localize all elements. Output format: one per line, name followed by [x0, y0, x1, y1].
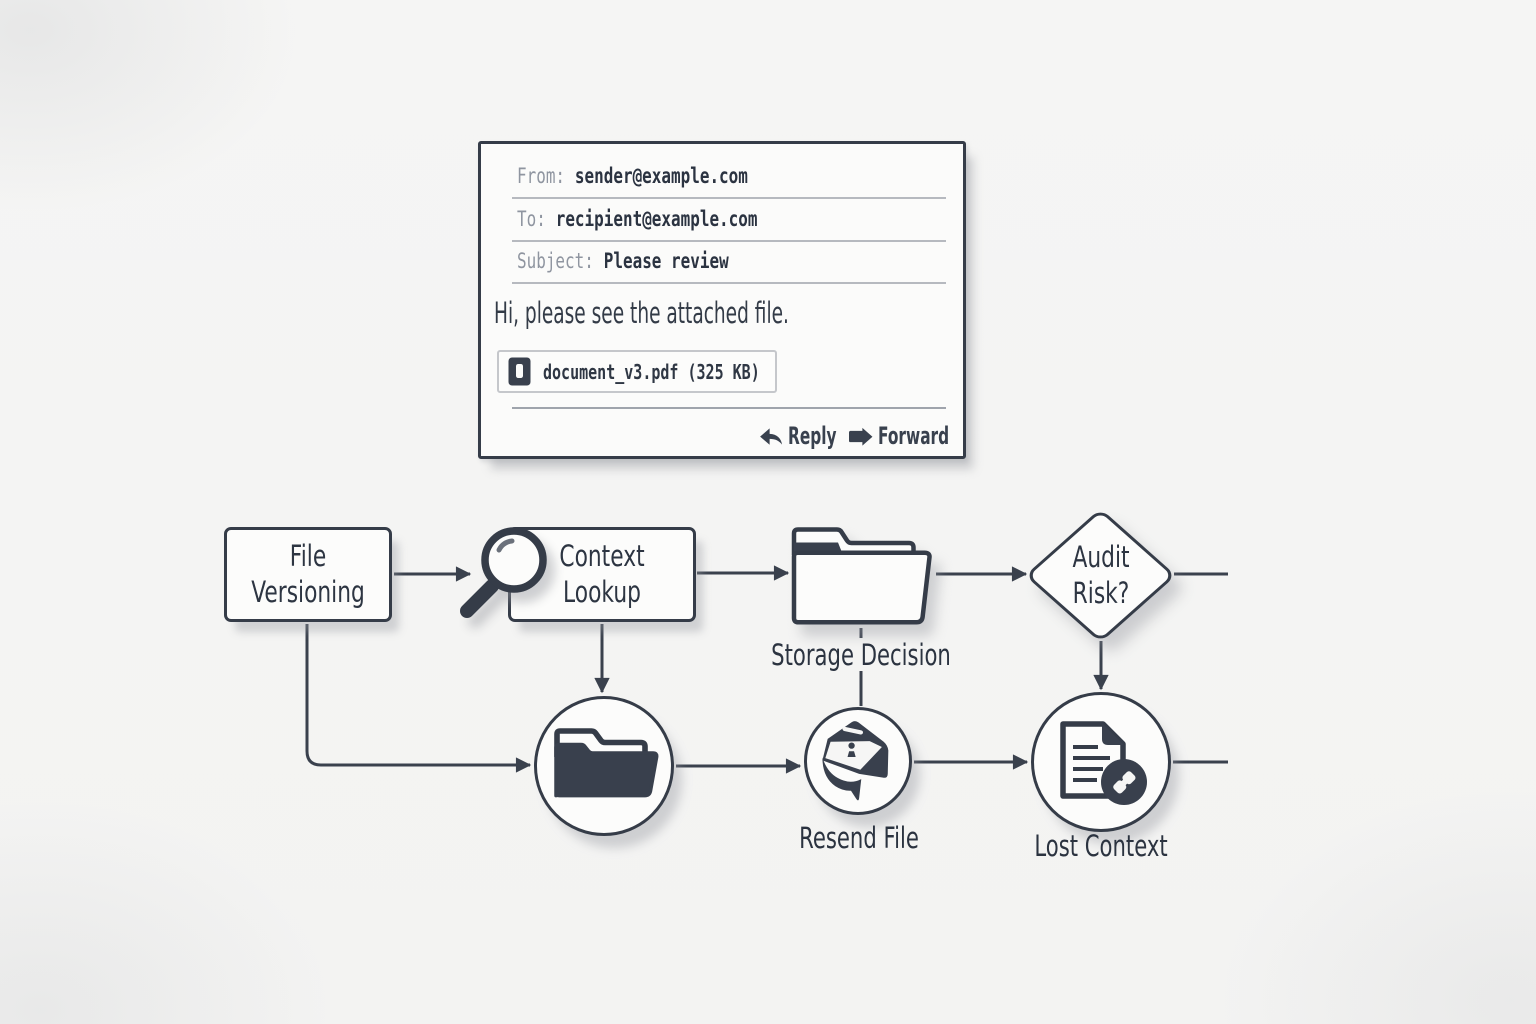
forward-icon: [849, 427, 873, 446]
header-row-line: Subject: Please review: [517, 249, 729, 273]
magnifier-icon: [460, 527, 547, 618]
node-context-lookup-label: Context Lookup: [559, 539, 645, 609]
header-row-line: From: sender@example.com: [517, 164, 748, 188]
reply-icon: [760, 427, 783, 445]
to-value: recipient@example.com: [555, 207, 758, 231]
forward-button[interactable]: Forward: [849, 416, 989, 456]
email-to-row: To: recipient@example.com: [512, 199, 946, 242]
from-label: From:: [517, 164, 566, 188]
node-file-versioning-label: File Versioning: [251, 539, 365, 609]
forward-label: Forward: [878, 422, 950, 450]
to-label: To:: [517, 207, 546, 231]
node-lost-context-label: Lost Context: [1034, 829, 1168, 863]
node-resend-file-label: Resend File: [799, 821, 919, 855]
attachment-name: document_v3.pdf (325 KB): [543, 359, 760, 384]
attachment-chip[interactable]: document_v3.pdf (325 KB): [497, 350, 777, 393]
file-icon: [508, 357, 531, 386]
reply-button[interactable]: Reply: [759, 416, 864, 456]
node-resend-file: [804, 707, 912, 815]
subject-label: Subject:: [517, 249, 594, 273]
from-value: sender@example.com: [574, 164, 748, 188]
node-archive-folder: [534, 696, 674, 836]
node-audit-risk-label: Audit Risk?: [1072, 540, 1130, 610]
email-content: From: sender@example.com To: recipient@exa…: [494, 144, 949, 456]
reply-label: Reply: [788, 422, 837, 450]
header-row-line: To: recipient@example.com: [517, 207, 758, 231]
footer-divider: [512, 407, 946, 409]
node-storage-decision: [791, 527, 932, 625]
email-actions: Reply Forward: [512, 416, 949, 456]
email-from-row: From: sender@example.com: [512, 144, 946, 199]
open-folder-icon: [553, 727, 658, 797]
subject-value: Please review: [603, 249, 729, 273]
node-storage-decision-label: Storage Decision: [771, 638, 951, 672]
document-link-icon: [1059, 721, 1147, 805]
email-window: From: sender@example.com To: recipient@exa…: [478, 141, 966, 459]
node-lost-context: [1031, 692, 1171, 832]
resend-mail-icon: [822, 721, 889, 801]
email-body-text: Hi, please see the attached file.: [494, 296, 789, 330]
node-audit-risk: Audit Risk?: [1024, 504, 1177, 648]
node-file-versioning: File Versioning: [224, 527, 392, 622]
email-subject-row: Subject: Please review: [512, 242, 946, 284]
